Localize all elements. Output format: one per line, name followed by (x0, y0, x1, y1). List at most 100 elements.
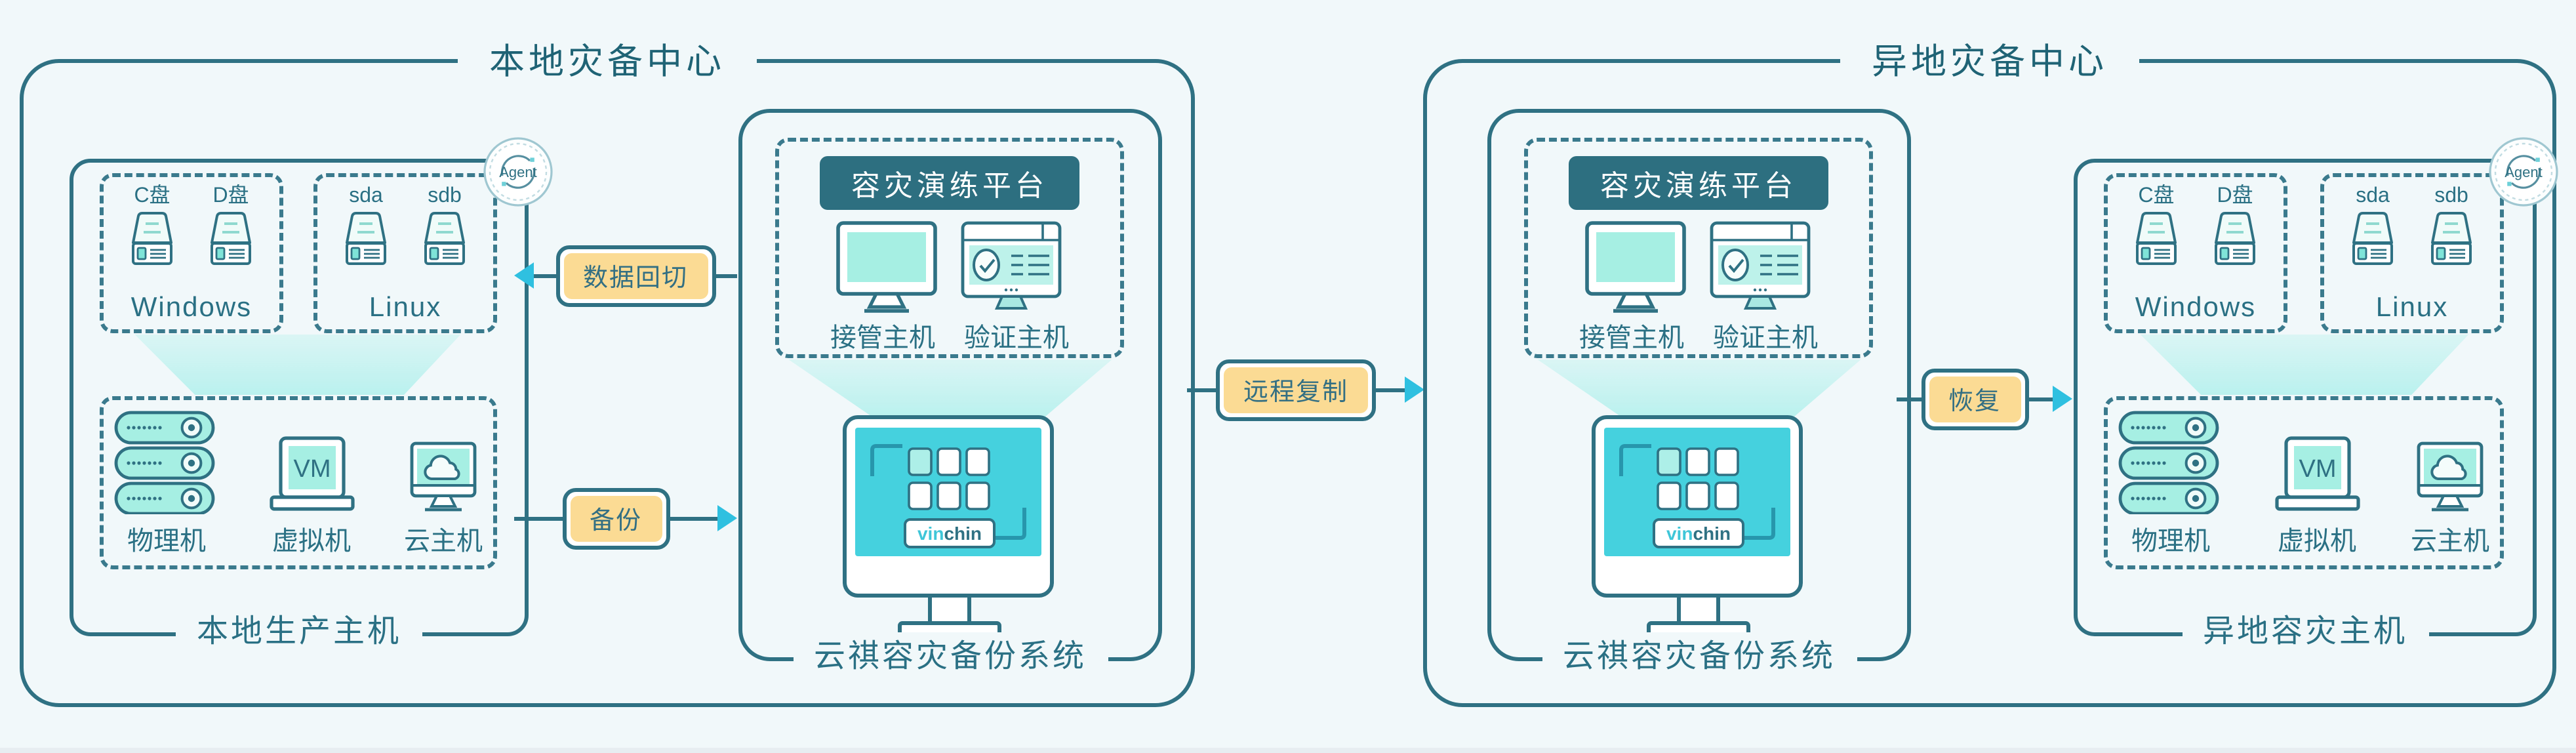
disk-icon (132, 212, 172, 265)
disk-sda-label: sda (349, 185, 383, 207)
cloud-monitor-icon (2417, 441, 2484, 512)
disk-c: C盘 (127, 184, 177, 270)
arrowhead-right-icon (1405, 376, 1425, 403)
local-backup-system-label: 云祺容灾备份系统 (793, 632, 1108, 682)
flow-failback: 数据回切 (514, 245, 738, 306)
drill-monitor-labels: 接管主机 验证主机 (830, 316, 1069, 354)
windows-disk-row: C盘 D盘 (127, 184, 256, 270)
flow-line (1376, 388, 1405, 392)
vm-host: VM 虚拟机 (268, 400, 355, 565)
local-dr-center-section: 本地灾备中心 C盘 (20, 35, 1195, 707)
local-backup-system-box: 容灾演练平台 (738, 109, 1162, 682)
vinchin-logo-chin: chin (1693, 523, 1731, 544)
disk-d: D盘 (2210, 184, 2260, 270)
flow-line (534, 274, 555, 277)
beam-funnel (134, 335, 461, 395)
arrowhead-right-icon (2053, 386, 2073, 412)
cloud-host-label: 云主机 (2411, 527, 2489, 556)
disk-icon (2136, 212, 2177, 265)
verify-host-label: 验证主机 (964, 324, 1069, 353)
beam-funnel (1537, 359, 1861, 417)
disk-icon (2352, 212, 2393, 265)
windows-label: Windows (2135, 293, 2257, 323)
windows-disk-row: C盘 D盘 (2131, 184, 2260, 270)
agent-badge-icon: Agent (2489, 137, 2558, 207)
remote-backup-system-box: 容灾演练平台 (1487, 109, 1911, 682)
takeover-monitor-icon (1585, 221, 1686, 313)
restore-badge-text: 恢复 (1929, 376, 2021, 422)
windows-disk-group: C盘 D盘 (100, 173, 283, 333)
linux-label: Linux (2375, 293, 2449, 323)
disk-sda: sda (341, 184, 391, 270)
arrowhead-left-icon (514, 262, 534, 289)
windows-disk-group: C盘 D盘 (2104, 173, 2287, 333)
disk-sdb: sdb (2426, 184, 2476, 270)
agent-badge: Agent (483, 136, 553, 207)
agent-badge-text: Agent (2505, 164, 2543, 180)
vinchin-logo-chin: chin (944, 523, 982, 544)
local-production-hosts-label: 本地生产主机 (176, 607, 422, 657)
flow-line (715, 274, 738, 277)
linux-disk-group: sda sdb (2320, 173, 2504, 333)
disk-icon (2431, 212, 2472, 265)
vinchin-appliance: vinchin (842, 415, 1057, 649)
local-production-hosts-box: C盘 D盘 (70, 137, 553, 657)
vinchin-logo-vin: vin (917, 523, 944, 544)
agent-badge: Agent (2488, 136, 2559, 207)
restore-badge: 恢复 (1921, 368, 2029, 430)
drill-platform-header: 容灾演练平台 (1568, 156, 1828, 210)
physical-host-label: 物理机 (2131, 527, 2210, 556)
drill-monitors (1584, 220, 1813, 315)
takeover-host-label: 接管主机 (830, 324, 935, 353)
remote-replication-badge: 远程复制 (1216, 359, 1377, 420)
verify-host-label: 验证主机 (1713, 324, 1818, 353)
drill-platform-box: 容灾演练平台 (775, 138, 1124, 358)
host-types-box: 物理机 VM 虚拟机 (2104, 396, 2504, 569)
flow-remote-replication: 远程复制 (1187, 359, 1425, 420)
vinchin-appliance-icon: vinchin (843, 415, 1054, 640)
vm-screen-text: VM (2299, 455, 2336, 483)
disk-sdb-label: sdb (428, 185, 462, 207)
vm-host-label: 虚拟机 (272, 527, 351, 556)
beam-funnel (2140, 335, 2469, 395)
server-stack-icon (2118, 411, 2219, 514)
vm-laptop-icon: VM (269, 436, 354, 511)
remote-dr-hosts-label: 异地容灾主机 (2182, 607, 2428, 657)
drill-monitors (835, 220, 1064, 315)
cloud-host-label: 云主机 (404, 527, 483, 556)
vinchin-logo-vin: vin (1666, 523, 1693, 544)
flow-line (514, 516, 562, 520)
flow-line (670, 516, 718, 520)
physical-host: 物理机 (2118, 400, 2223, 565)
remote-dr-center-section: 异地灾备中心 容灾演练平台 (1423, 35, 2559, 707)
cloud-host: 云主机 (2411, 400, 2489, 565)
vm-host-label: 虚拟机 (2278, 527, 2356, 556)
failback-badge-text: 数据回切 (563, 253, 708, 298)
disk-icon (211, 212, 251, 265)
takeover-host-label: 接管主机 (1579, 324, 1684, 353)
cloud-host: 云主机 (404, 400, 483, 565)
backup-badge-text: 备份 (570, 495, 662, 541)
vinchin-logo: vinchin (1666, 523, 1731, 544)
vinchin-appliance-icon: vinchin (1592, 415, 1803, 640)
failback-badge: 数据回切 (555, 245, 716, 306)
flow-backup: 备份 (514, 487, 738, 549)
backup-badge: 备份 (562, 487, 670, 549)
disk-d-label: D盘 (212, 185, 249, 207)
vm-laptop-icon: VM (2274, 436, 2360, 511)
disk-d-label: D盘 (2217, 185, 2253, 207)
disk-icon (424, 212, 465, 265)
physical-host-label: 物理机 (127, 527, 206, 556)
disk-icon (2215, 212, 2255, 265)
drill-platform-box: 容灾演练平台 (1524, 138, 1873, 358)
agent-badge-text: Agent (499, 164, 537, 180)
disk-d: D盘 (206, 184, 256, 270)
arrowhead-right-icon (717, 505, 738, 531)
vinchin-logo: vinchin (917, 523, 982, 544)
disk-c-label: C盘 (134, 185, 171, 207)
verify-monitor-icon (961, 221, 1062, 310)
flow-line (2028, 397, 2053, 401)
remote-backup-system-label: 云祺容灾备份系统 (1542, 632, 1857, 682)
host-types-box: 物理机 VM 虚拟机 (100, 396, 497, 569)
